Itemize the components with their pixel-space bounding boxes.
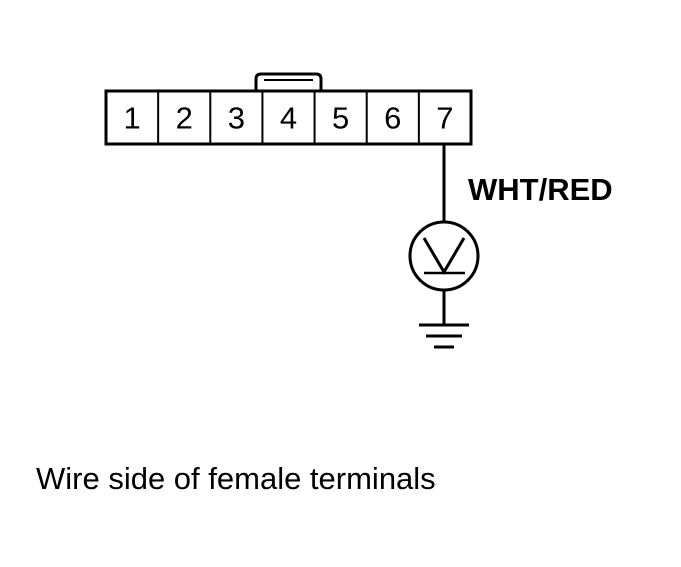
connector-locking-tab [254,72,323,91]
wire-color-label: WHT/RED [468,172,613,207]
diagram-caption: Wire side of female terminals [36,461,436,496]
ground-icon [419,323,469,349]
terminal-5-label: 5 [332,101,349,136]
terminal-2-label: 2 [176,101,193,136]
terminal-1-label: 1 [123,101,140,136]
connector-outline [104,89,473,146]
terminal-7-label: 7 [436,101,453,136]
voltmeter-icon [408,220,480,292]
terminal-3-label: 3 [228,101,245,136]
terminal-6-label: 6 [384,101,401,136]
terminal-4-label: 4 [280,101,297,136]
